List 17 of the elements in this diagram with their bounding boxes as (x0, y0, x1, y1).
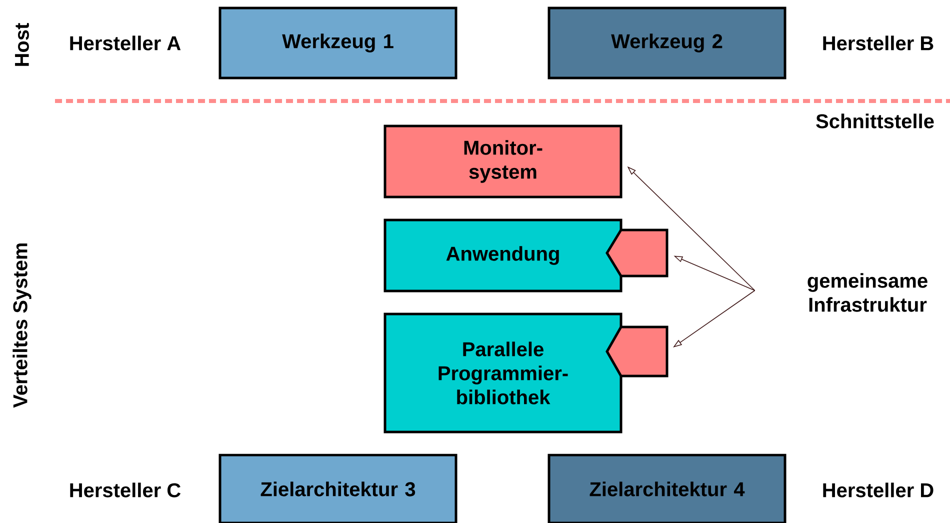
component-box: Anwendung (384, 218, 622, 292)
side-label: Hersteller C (70, 482, 181, 498)
component-box: Parallele Programmier- bibliothek (384, 312, 622, 434)
side-label: Schnittstelle (816, 114, 934, 128)
component-box: Monitor- system (384, 124, 622, 198)
plug-tab (606, 326, 668, 378)
side-label: Host (15, 23, 29, 66)
component-box: Zielarchitektur 4 (548, 454, 786, 523)
side-label: Hersteller D (823, 482, 934, 498)
side-label: Verteiltes System (12, 243, 32, 408)
annotation-text: gemeinsame Infrastruktur (808, 273, 928, 312)
side-label: Hersteller B (823, 36, 934, 50)
component-box: Werkzeug 2 (548, 6, 786, 80)
component-box: Werkzeug 1 (218, 6, 458, 80)
side-label: Hersteller A (70, 36, 181, 50)
plug-tab (606, 228, 668, 278)
component-box: Zielarchitektur 3 (218, 454, 458, 523)
